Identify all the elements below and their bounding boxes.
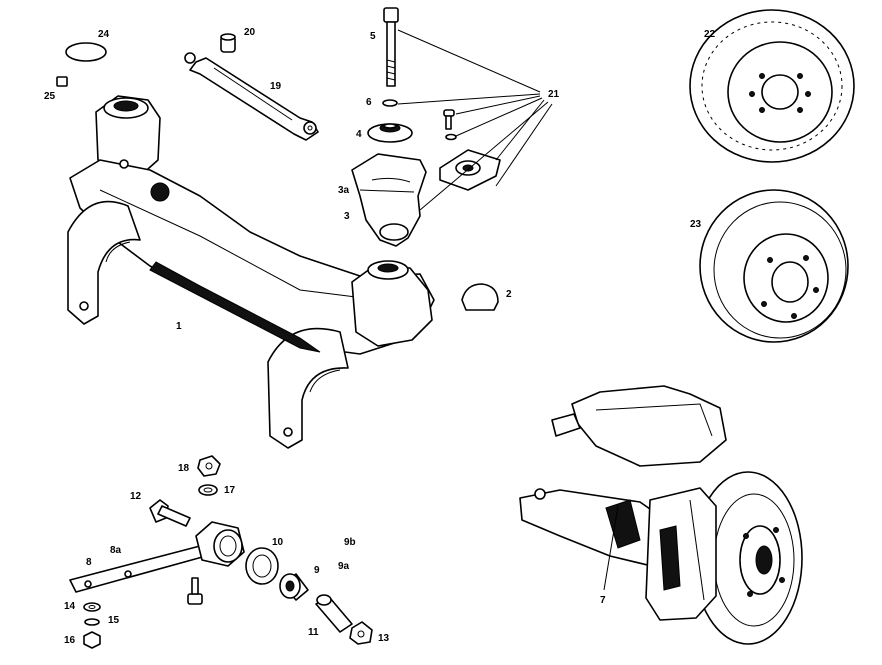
part-2-bump-stop — [461, 283, 499, 311]
part-19-strut-rod — [184, 52, 319, 141]
callout-12: 12 — [130, 491, 142, 502]
part-21-mounting-plate — [439, 149, 501, 191]
callout-22: 22 — [704, 29, 716, 40]
callout-5: 5 — [370, 31, 376, 42]
callout-17: 17 — [224, 485, 236, 496]
part-20-bush — [220, 33, 236, 53]
callout-3a: 3a — [338, 185, 350, 196]
callout-8: 8 — [86, 557, 92, 568]
callout-6: 6 — [366, 97, 372, 108]
callout-19: 19 — [270, 81, 282, 92]
callout-9a: 9a — [338, 561, 350, 572]
part-25-nut — [56, 76, 68, 87]
part-7-suspension-assembly — [519, 385, 803, 645]
part-16-nut — [83, 631, 101, 649]
callout-18: 18 — [178, 463, 190, 474]
callout-9: 9 — [314, 565, 320, 576]
part-13-nut — [349, 621, 373, 645]
part-8-bolt — [187, 577, 203, 605]
callout-23: 23 — [690, 219, 702, 230]
part-24-oval-cap — [65, 42, 107, 62]
callout-8a: 8a — [110, 545, 122, 556]
callout-21: 21 — [548, 89, 560, 100]
part-6-washer — [382, 99, 398, 107]
callout-13: 13 — [378, 633, 390, 644]
part-14-washer — [83, 602, 101, 612]
callout-1: 1 — [176, 321, 182, 332]
callout-4: 4 — [356, 129, 362, 140]
callout-3: 3 — [344, 211, 350, 222]
callout-9b: 9b — [344, 537, 356, 548]
part-18-nut — [197, 455, 221, 477]
callout-11: 11 — [308, 627, 319, 638]
callout-25: 25 — [44, 91, 56, 102]
part-11-sleeve — [315, 594, 353, 633]
part-5-long-bolt — [383, 7, 399, 87]
callout-10: 10 — [272, 537, 284, 548]
callout-2: 2 — [506, 289, 512, 300]
callout-15: 15 — [108, 615, 120, 626]
part-1-crossmember — [67, 95, 435, 449]
part-8-bracket-arm — [69, 521, 245, 593]
part-4-rubber-mount — [367, 123, 413, 143]
part-3-spring-housing — [351, 153, 427, 247]
callout-24: 24 — [98, 29, 110, 40]
part-17-spring-washer — [198, 484, 218, 496]
callout-16: 16 — [64, 635, 76, 646]
part-15-washer — [84, 618, 100, 626]
part-22-brake-drum — [689, 9, 855, 163]
part-10-ring — [245, 547, 279, 585]
callout-14: 14 — [64, 601, 76, 612]
leader-lines — [397, 29, 619, 591]
callout-20: 20 — [244, 27, 256, 38]
part-21-small-bolt — [443, 109, 457, 141]
part-23-brake-disc — [699, 189, 849, 343]
part-12-bolt — [149, 499, 191, 527]
part-9-bush — [279, 573, 309, 601]
callout-7: 7 — [600, 595, 606, 606]
